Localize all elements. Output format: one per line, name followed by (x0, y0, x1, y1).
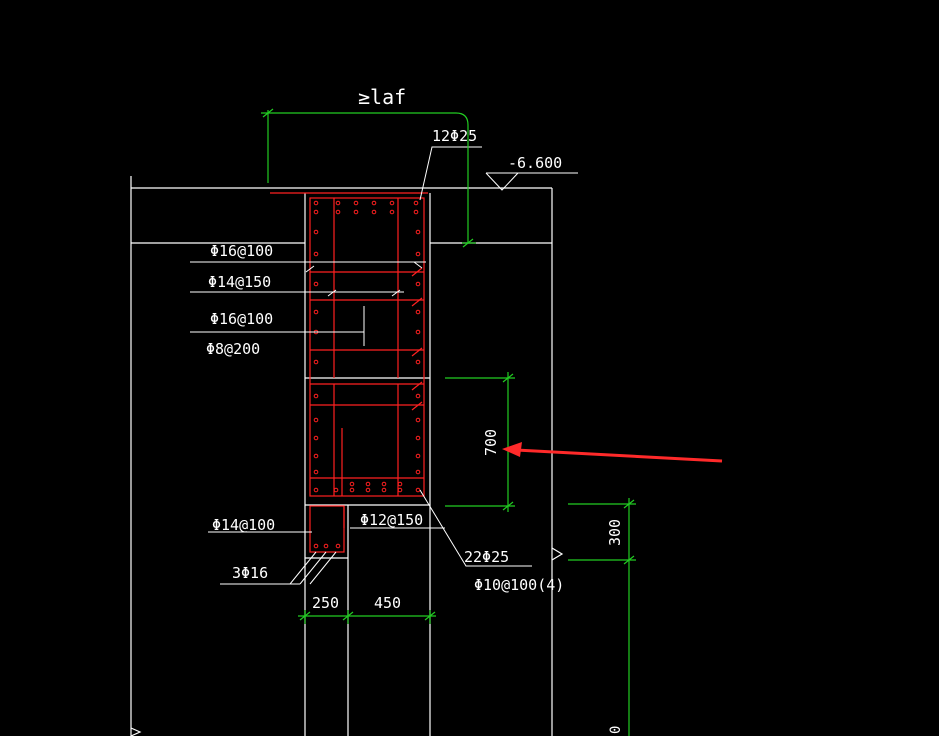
bottom-bars-label: 22Φ25 (464, 548, 509, 566)
rebar-dots (313, 200, 421, 549)
dim-700-label: 700 (482, 429, 500, 456)
bottom-bars-stirrup-label: Φ10@100(4) (474, 576, 564, 594)
dim-300-label: 300 (606, 519, 624, 546)
text-labels: ≥laf 12Φ25 -6.600 Φ16@100 Φ14@150 Φ16@10… (206, 85, 624, 734)
leader-lines (190, 146, 532, 585)
stirrup-label-2: Φ14@150 (208, 273, 271, 291)
dim-bottom-label: 0 (608, 726, 624, 734)
dimension-lines (261, 108, 636, 736)
top-bars-label: 12Φ25 (432, 127, 477, 145)
stirrup-label-4: Φ8@200 (206, 340, 260, 358)
anchorage-label: ≥laf (358, 85, 406, 109)
red-arrow-annotation (502, 442, 723, 463)
elevation-label: -6.600 (508, 154, 562, 172)
elevation-marker (485, 172, 578, 191)
corner-bars-label: 3Φ16 (232, 564, 268, 582)
bottom-left-stirrup-label: Φ14@100 (212, 516, 275, 534)
dim-250-label: 250 (312, 594, 339, 612)
bottom-stirrup-label: Φ12@150 (360, 511, 423, 529)
rebar-layout (270, 192, 428, 553)
dim-450-label: 450 (374, 594, 401, 612)
concrete-outline (130, 176, 564, 736)
stirrup-label-3: Φ16@100 (210, 310, 273, 328)
stirrup-label-1: Φ16@100 (210, 242, 273, 260)
